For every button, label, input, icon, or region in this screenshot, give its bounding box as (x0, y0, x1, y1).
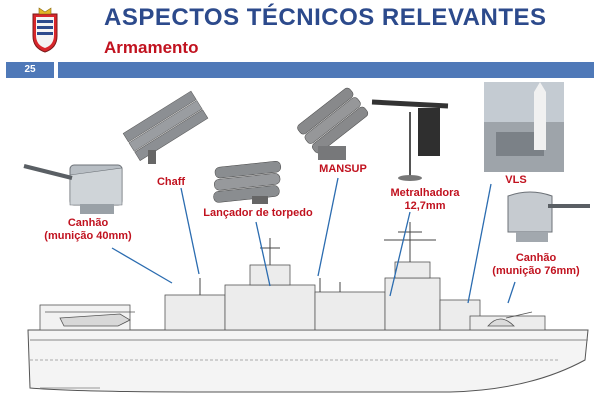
emblem-graphic (32, 7, 58, 53)
header-bar (58, 62, 594, 78)
bow-cannon-on-ship (487, 311, 533, 327)
slide-number: 25 (6, 62, 54, 78)
label-machine-gun: Metralhadora 12,7mm (377, 187, 473, 213)
page-title: ASPECTOS TÉCNICOS RELEVANTES (104, 4, 547, 31)
chaff-illustration (122, 90, 209, 164)
label-torpedo-launcher: Lançador de torpedo (203, 207, 313, 219)
ship-masts (199, 222, 436, 295)
label-vls: VLS (505, 174, 527, 186)
label-cannon-40mm: Canhão (munição 40mm) (28, 217, 148, 243)
label-cannon-76mm: Canhão (munição 76mm) (484, 252, 588, 278)
torpedo-launcher-illustration (213, 160, 282, 204)
vls-photo (484, 82, 564, 172)
page-subtitle: Armamento (104, 38, 199, 57)
ship-superstructure (39, 261, 546, 331)
label-cannon-76mm-line2: (munição 76mm) (492, 265, 580, 277)
cannon-76mm-illustration (507, 191, 590, 242)
mansup-illustration (297, 87, 369, 160)
label-machine-gun-line2: 12,7mm (404, 200, 446, 212)
label-mansup: MANSUP (319, 163, 367, 175)
label-chaff: Chaff (156, 176, 186, 188)
cannon-40mm-illustration (23, 164, 123, 214)
label-cannon-40mm-line1: Canhão (67, 217, 109, 229)
label-machine-gun-line1: Metralhadora (390, 187, 460, 199)
helicopter (45, 311, 135, 327)
machine-gun-illustration (371, 99, 449, 181)
ship-hull (27, 329, 589, 393)
navy-emblem-logo (28, 6, 62, 54)
label-cannon-40mm-line2: (munição 40mm) (44, 230, 132, 242)
label-cannon-76mm-line1: Canhão (515, 252, 557, 264)
leader-lines (111, 177, 516, 304)
